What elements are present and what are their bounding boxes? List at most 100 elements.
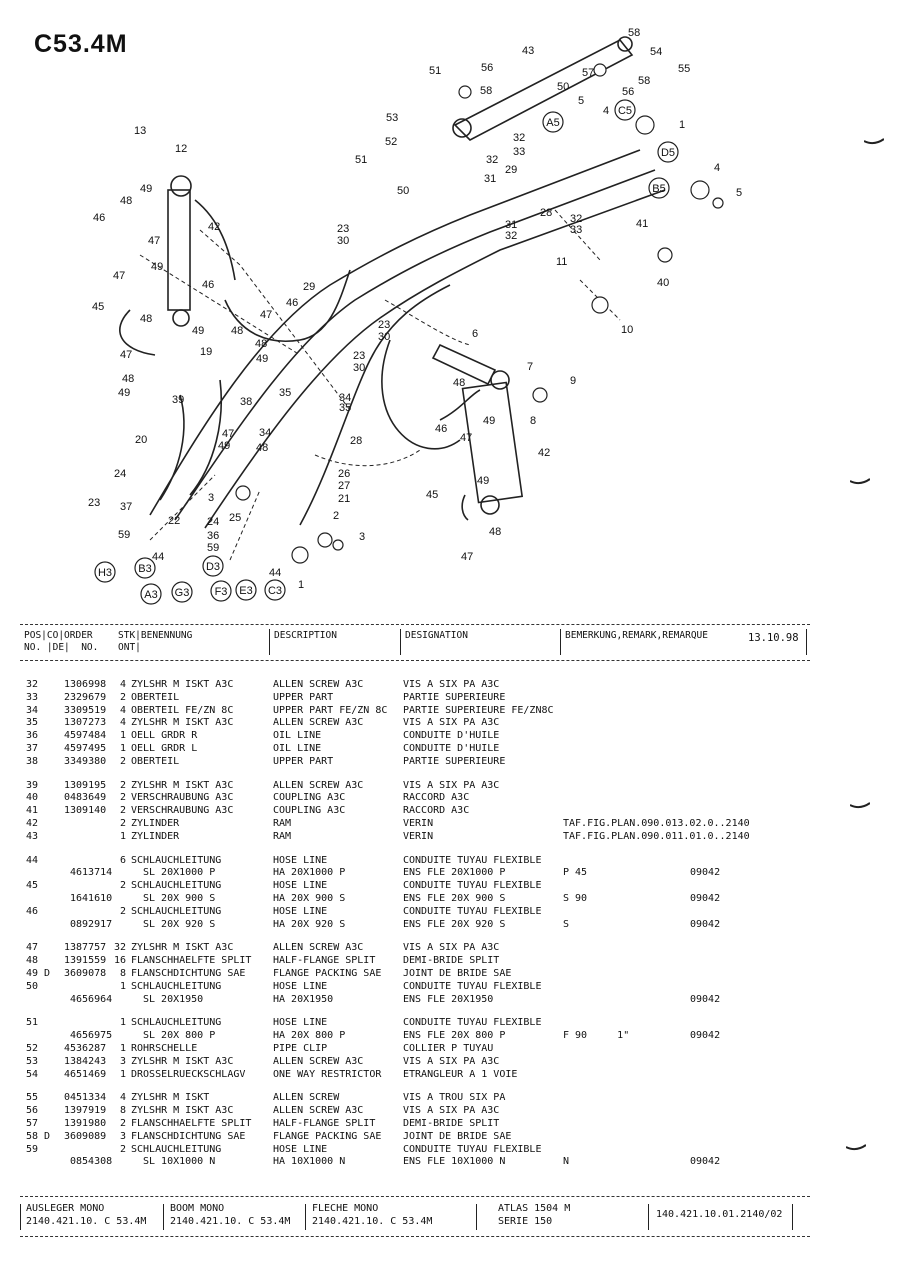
svg-text:46: 46 — [435, 423, 447, 435]
cell-pos: 57 — [26, 1118, 39, 1129]
cell-name: ZYLSHR M ISKT A3C — [131, 1055, 234, 1067]
svg-text:58: 58 — [638, 75, 650, 87]
fittings — [235, 63, 724, 564]
svg-text:45: 45 — [92, 301, 104, 313]
header-designation: DESIGNATION — [405, 630, 468, 641]
cell-order: 4597495 — [64, 743, 107, 754]
cell-desig: ENS FLE 20X 900 S — [403, 893, 506, 904]
cell-code: 09042 — [690, 893, 721, 904]
cell-qty: 4 — [120, 717, 127, 729]
cell-desc: HOSE LINE — [273, 1143, 328, 1155]
svg-text:49: 49 — [151, 261, 163, 273]
svg-text:48: 48 — [122, 373, 134, 385]
svg-text:47: 47 — [148, 235, 160, 247]
cell-name: FLANSCHDICHTUNG SAE — [131, 1130, 246, 1142]
svg-text:30: 30 — [353, 362, 365, 374]
cell-desc: ALLEN SCREW A3C — [273, 1055, 364, 1067]
cell-order: 3609089 — [64, 1130, 107, 1142]
svg-text:7: 7 — [527, 361, 533, 373]
cell-desig: CONDUITE TUYAU FLEXIBLE — [403, 854, 542, 866]
cell-code: 09042 — [690, 918, 721, 930]
cell-order: 1387757 — [64, 942, 107, 954]
cell-code: 09042 — [690, 867, 721, 879]
cell-desig: CONDUITE TUYAU FLEXIBLE — [403, 880, 542, 892]
cell-pos: 47 — [26, 942, 39, 954]
cell-pos: 37 — [26, 743, 39, 754]
cell-name: ZYLSHR M ISKT — [131, 1092, 210, 1104]
svg-text:47: 47 — [260, 309, 272, 321]
cell-qty: 2 — [120, 779, 127, 791]
svg-text:24: 24 — [207, 516, 219, 528]
svg-text:49: 49 — [118, 387, 130, 399]
svg-text:A5: A5 — [546, 117, 559, 129]
svg-text:B3: B3 — [138, 563, 151, 575]
cell-desig: VIS A SIX PA A3C — [403, 1105, 500, 1117]
cell-qty: 2 — [120, 880, 127, 892]
svg-text:F3: F3 — [215, 586, 228, 598]
svg-text:5: 5 — [736, 187, 742, 199]
cell-qty: 8 — [120, 968, 127, 979]
cell-qty: 1 — [120, 1068, 127, 1080]
footer-series: SERIE 150 — [498, 1216, 553, 1227]
cell-desc: ALLEN SCREW A3C — [273, 942, 364, 954]
cell-desc: ONE WAY RESTRICTOR — [273, 1068, 382, 1080]
svg-text:27: 27 — [338, 480, 350, 492]
cell-order: 4613714 — [70, 867, 113, 879]
cell-name: ZYLSHR M ISKT A3C — [131, 1105, 234, 1117]
cell-desig: COLLIER P TUYAU — [403, 1043, 494, 1054]
cell-desig: VIS A SIX PA A3C — [403, 679, 500, 690]
cell-qty: 1 — [120, 1043, 127, 1054]
cell-name: SCHLAUCHLEITUNG — [131, 980, 222, 992]
svg-text:56: 56 — [481, 62, 493, 74]
footer-boom-code: 2140.421.10. C 53.4M — [170, 1216, 291, 1227]
cell-pos: 36 — [26, 730, 39, 742]
cell-order: 1306998 — [64, 679, 107, 690]
svg-text:D5: D5 — [661, 147, 675, 159]
cell-name: OBERTEIL — [131, 691, 180, 703]
svg-text:30: 30 — [337, 235, 349, 247]
cell-pos: 44 — [26, 854, 39, 866]
svg-text:3: 3 — [208, 492, 214, 504]
cell-desc: FLANGE PACKING SAE — [273, 968, 382, 979]
cell-desig: CONDUITE TUYAU FLEXIBLE — [403, 980, 542, 992]
cell-pos: 46 — [26, 905, 39, 917]
cell-pos: 53 — [26, 1055, 39, 1067]
cell-desc: UPPER PART FE/ZN 8C — [273, 704, 388, 716]
svg-text:32: 32 — [486, 154, 498, 166]
cell-qty: 2 — [120, 691, 127, 703]
cell-order: 1391559 — [64, 955, 107, 967]
margin-mark — [846, 1144, 866, 1151]
cell-order: 0854308 — [70, 1156, 113, 1168]
footer-ausleger-code: 2140.421.10. C 53.4M — [26, 1216, 147, 1227]
cell-desig: JOINT DE BRIDE SAE — [403, 1130, 512, 1142]
header-remark: BEMERKUNG,REMARK,REMARQUE — [565, 630, 708, 641]
cell-name: ZYLSHR M ISKT A3C — [131, 717, 234, 729]
circled-labels: A5 C5 D5 B5 H3 B3 A3 G3 D3 F3 E3 C3 — [98, 105, 675, 601]
svg-text:23: 23 — [337, 223, 349, 235]
svg-text:48: 48 — [140, 313, 152, 325]
cell-order: 4656975 — [70, 1030, 113, 1042]
svg-text:31: 31 — [505, 219, 517, 231]
svg-text:51: 51 — [355, 154, 367, 166]
cell-qty: 2 — [120, 755, 127, 767]
cell-desc: RAM — [273, 818, 292, 829]
svg-text:37: 37 — [120, 501, 132, 513]
cell-pos: 45 — [26, 880, 39, 892]
cell-name: VERSCHRAUBUNG A3C — [131, 805, 234, 817]
cell-pos: 58 D — [26, 1130, 51, 1142]
cell-remark: TAF.FIG.PLAN.090.013.02.0..2140 — [563, 818, 750, 829]
cell-name: OBERTEIL — [131, 755, 180, 767]
cell-name: OBERTEIL FE/ZN 8C — [131, 704, 234, 716]
cell-name: SL 20X 900 S — [143, 893, 216, 904]
svg-text:20: 20 — [135, 434, 147, 446]
svg-text:29: 29 — [505, 164, 517, 176]
svg-text:21: 21 — [338, 493, 350, 505]
cell-order: 0892917 — [70, 918, 113, 930]
svg-text:57: 57 — [582, 67, 594, 79]
svg-text:32: 32 — [505, 230, 517, 242]
cell-desc: HOSE LINE — [273, 1017, 328, 1029]
cell-desig: CONDUITE TUYAU FLEXIBLE — [403, 905, 542, 917]
svg-text:28: 28 — [350, 435, 362, 447]
cell-qty: 2 — [120, 1118, 127, 1129]
